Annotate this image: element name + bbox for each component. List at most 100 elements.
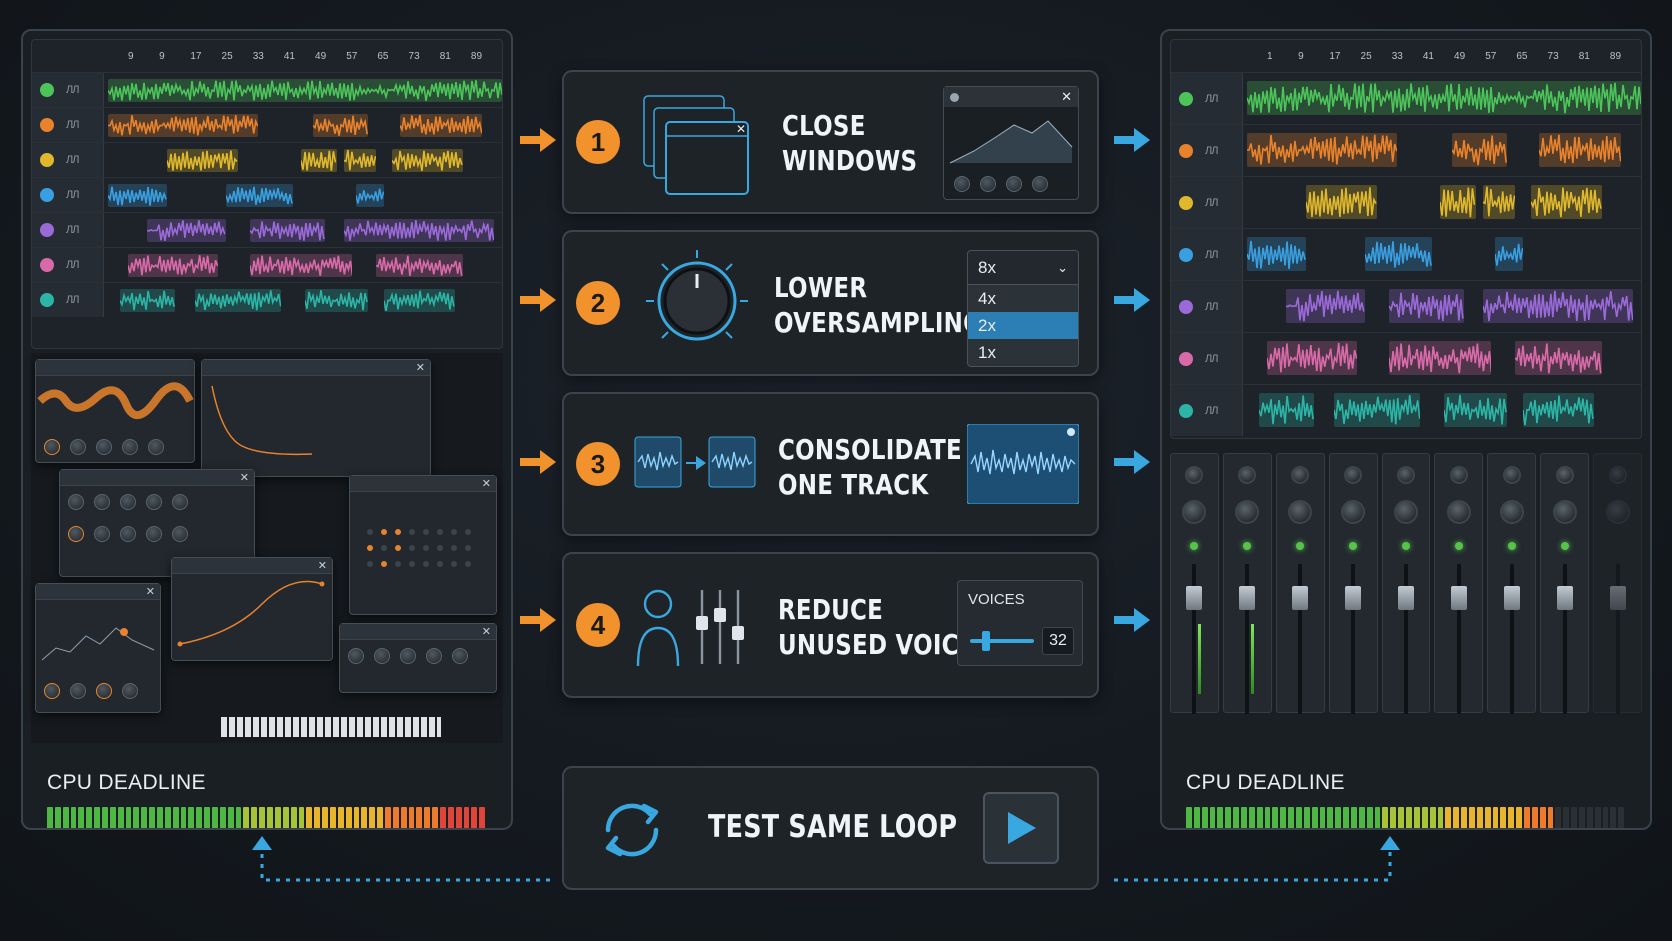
track-color-icon[interactable] [1179,195,1193,210]
gain-knob[interactable] [1182,500,1207,524]
pan-knob[interactable] [1291,466,1310,484]
pan-knob[interactable] [1608,466,1627,484]
sequencer-plugin-window[interactable]: ✕ [349,475,497,615]
audio-clip[interactable] [1286,289,1366,323]
close-icon[interactable]: ✕ [415,362,425,374]
close-icon[interactable]: ✕ [145,586,155,598]
track-color-icon[interactable] [1179,91,1193,106]
pan-knob[interactable] [1449,466,1468,484]
audio-clip[interactable] [375,254,463,277]
track-header[interactable]: ЛЛ [1171,333,1243,384]
audio-clip[interactable] [1388,341,1492,375]
effects-plugin-window[interactable]: ✕ [339,623,497,693]
audio-clip[interactable] [1522,393,1594,427]
fader-handle[interactable] [1345,586,1362,610]
voices-slider-thumb[interactable] [982,631,990,651]
audio-clip[interactable] [391,149,463,172]
plugin-preview-window[interactable]: ✕ [943,86,1079,200]
audio-clip[interactable] [249,219,325,242]
mixer-channel-strip[interactable] [1328,453,1378,714]
track-row[interactable]: ЛЛ [32,72,502,107]
track-header[interactable]: ЛЛ [32,73,104,107]
gain-knob[interactable] [1341,500,1366,524]
track-color-icon[interactable] [1179,403,1193,418]
track-header[interactable]: ЛЛ [1171,385,1243,436]
fader-handle[interactable] [1186,586,1203,610]
voices-slider-track[interactable] [970,639,1034,643]
play-button[interactable] [983,792,1059,864]
track-header[interactable]: ЛЛ [1171,73,1243,124]
track-header[interactable]: ЛЛ [32,143,104,177]
fader-handle[interactable] [1239,586,1256,610]
track-color-icon[interactable] [40,83,54,97]
pan-knob[interactable] [1238,466,1257,484]
oversampling-dropdown[interactable]: 8x ⌄ 4x 2x 1x [967,250,1079,367]
dropdown-option-4x[interactable]: 4x [978,288,996,308]
track-header[interactable]: ЛЛ [32,178,104,212]
close-icon[interactable]: ✕ [1061,89,1072,104]
piano-keyboard[interactable] [221,717,441,737]
close-icon[interactable]: ✕ [239,472,249,484]
audio-clip[interactable] [108,114,258,137]
plugin-window[interactable] [35,359,195,463]
dropdown-selected[interactable]: 8x ⌄ [968,251,1078,285]
audio-clip[interactable] [167,149,238,172]
track-row[interactable]: ЛЛ [32,212,502,247]
audio-clip[interactable] [108,184,168,207]
track-header[interactable]: ЛЛ [1171,177,1243,228]
track-color-icon[interactable] [40,293,54,307]
audio-clip[interactable] [1258,393,1314,427]
dropdown-option-2x[interactable]: 2x [968,312,1078,339]
audio-clip[interactable] [1483,185,1515,219]
track-color-icon[interactable] [40,118,54,132]
audio-clip[interactable] [1247,81,1641,115]
track-color-icon[interactable] [1179,247,1193,262]
audio-clip[interactable] [1247,237,1307,271]
audio-clip[interactable] [1451,133,1508,167]
audio-clip[interactable] [1483,289,1634,323]
fader-handle[interactable] [1398,586,1414,610]
fader-handle[interactable] [1450,586,1467,610]
audio-clip[interactable] [305,289,369,312]
pan-knob[interactable] [1555,466,1574,484]
track-header[interactable]: ЛЛ [1171,281,1243,332]
track-header[interactable]: ЛЛ [1171,229,1243,280]
track-row[interactable]: ЛЛ [32,282,502,317]
audio-clip[interactable] [1365,237,1433,271]
track-row[interactable]: ЛЛ [32,177,502,212]
track-header[interactable]: ЛЛ [32,248,104,282]
audio-clip[interactable] [147,219,227,242]
audio-clip[interactable] [1495,237,1523,271]
mixer-channel-strip[interactable] [1275,453,1325,714]
track-header[interactable]: ЛЛ [1171,125,1243,176]
audio-clip[interactable] [1514,341,1602,375]
audio-clip[interactable] [312,114,369,137]
gain-knob[interactable] [1235,500,1260,524]
track-row[interactable]: ЛЛ [1171,176,1641,228]
track-row[interactable]: ЛЛ [32,107,502,142]
track-color-icon[interactable] [1179,351,1193,366]
track-color-icon[interactable] [40,188,54,202]
mixer-channel-strip[interactable] [1381,453,1431,714]
audio-clip[interactable] [1306,185,1377,219]
audio-clip[interactable] [1530,185,1602,219]
fader-handle[interactable] [1556,586,1573,610]
pan-knob[interactable] [1502,466,1521,484]
mixer-channel-strip[interactable] [1593,453,1643,714]
pan-knob[interactable] [1344,466,1363,484]
gain-knob[interactable] [1446,500,1471,524]
mixer-channel-strip[interactable] [1222,453,1272,714]
track-row[interactable]: ЛЛ [1171,280,1641,332]
gain-knob[interactable] [1499,500,1524,524]
gain-knob[interactable] [1394,500,1418,524]
fader-handle[interactable] [1292,586,1309,610]
audio-clip[interactable] [356,184,384,207]
audio-clip[interactable] [399,114,483,137]
mixer-channel-strip[interactable] [1487,453,1537,714]
audio-clip[interactable] [383,289,455,312]
pan-knob[interactable] [1397,466,1415,484]
audio-clip[interactable] [1333,393,1421,427]
synth-plugin-window[interactable]: ✕ [59,469,255,577]
